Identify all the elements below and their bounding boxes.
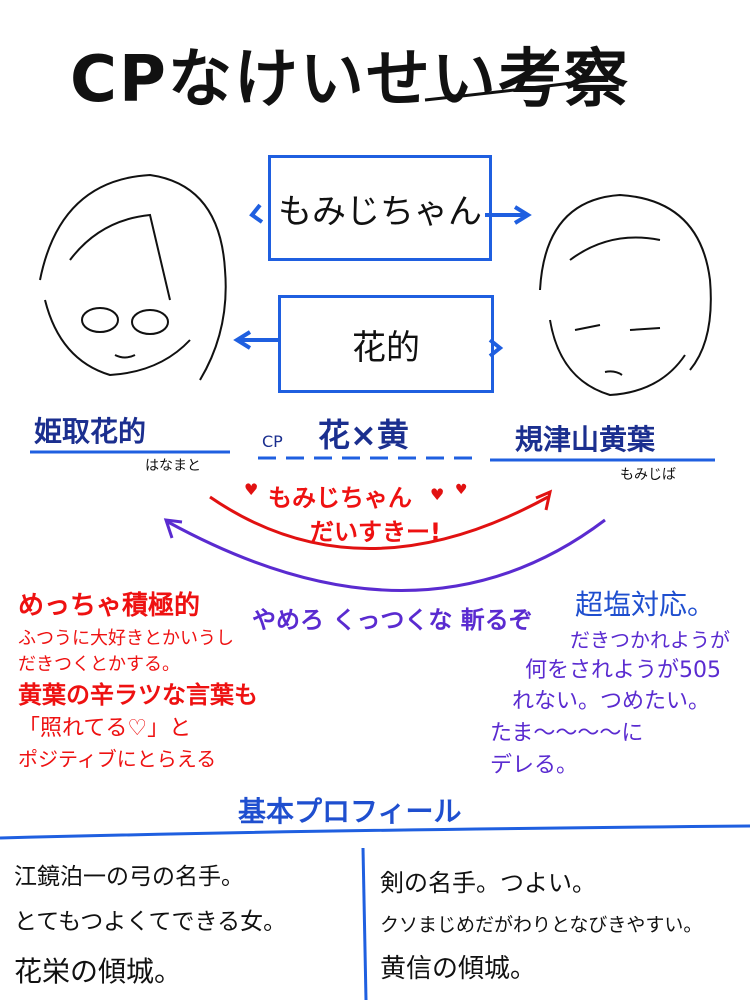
right-notes: 超塩対応。 だきつかれようが 何をされようが505 れない。つめたい。 たま〜〜… (490, 585, 730, 782)
profile-left-line-3: 花栄の傾城。 (14, 954, 183, 988)
svg-text:♥: ♥ (244, 480, 258, 499)
left-note-3: だきつくとかする。 (18, 653, 180, 675)
right-note-1: 超塩対応。 (575, 588, 716, 621)
right-note-4: れない。つめたい。 (512, 689, 711, 715)
speech-box-top: もみじちゃん (268, 155, 492, 261)
purple-arrow (167, 518, 606, 592)
love-text-line1: もみじちゃん (268, 484, 412, 512)
right-character-name: 規津山黄葉 (515, 423, 656, 456)
cp-pairing: 花×黄 (318, 416, 409, 454)
page-title: CPなけいせい考察 (70, 43, 630, 117)
profile-right-line-1: 剣の名手。つよい。 (380, 869, 596, 897)
left-character-sketch (39, 173, 227, 381)
right-character-reading: もみじば (620, 467, 676, 483)
red-arrow (209, 495, 549, 550)
right-note-3: 何をされようが505 (525, 657, 721, 683)
love-text-line2: だいすきー! (310, 518, 441, 546)
left-character-name: 姫取花的 (34, 415, 147, 448)
left-notes: めっちゃ積極的 ふつうに大好きとかいうし だきつくとかする。 黄葉の辛ラツな言葉… (18, 588, 258, 774)
speech-box-bottom: 花的 (278, 295, 494, 393)
profile-left-line-2: とてもつよくてできる女。 (14, 908, 287, 935)
left-note-4: 黄葉の辛ラツな言葉も (18, 680, 258, 709)
right-character-sketch (539, 193, 712, 397)
heart-icons: ♥ ♥ ♥ (244, 480, 468, 504)
right-note-2: だきつかれようが (570, 627, 730, 652)
profile-section-label: 基本プロフィール (238, 795, 462, 828)
left-note-6: ポジティブにとらえる (18, 746, 217, 771)
svg-text:♥: ♥ (455, 482, 468, 498)
svg-text:♥: ♥ (430, 485, 444, 504)
cp-label: CP (262, 432, 283, 451)
left-note-1: めっちゃ積極的 (18, 591, 201, 621)
profile-left-line-1: 江鏡泊一の弓の名手。 (14, 864, 244, 890)
right-note-6: デレる。 (490, 753, 579, 779)
profile-left: 江鏡泊一の弓の名手。 とてもつよくてできる女。 花栄の傾城。 (14, 855, 286, 999)
speech-box-bottom-text: 花的 (352, 327, 420, 368)
left-character-reading: はなまと (145, 458, 201, 474)
profile-right-line-2: クソまじめだがわりとなびきやすい。 (380, 913, 703, 936)
right-note-5: たま〜〜〜〜に (490, 721, 644, 747)
speech-box-top-text: もみじちゃん (278, 191, 482, 232)
left-note-2: ふつうに大好きとかいうし (18, 627, 234, 649)
profile-right-line-3: 黄信の傾城。 (380, 953, 537, 984)
purple-rejection-text: やめろ くっつくな 斬るぞ (252, 606, 533, 634)
profile-right: 剣の名手。つよい。 クソまじめだがわりとなびきやすい。 黄信の傾城。 (380, 860, 702, 995)
left-note-5: 「照れてる♡」と (18, 715, 192, 741)
